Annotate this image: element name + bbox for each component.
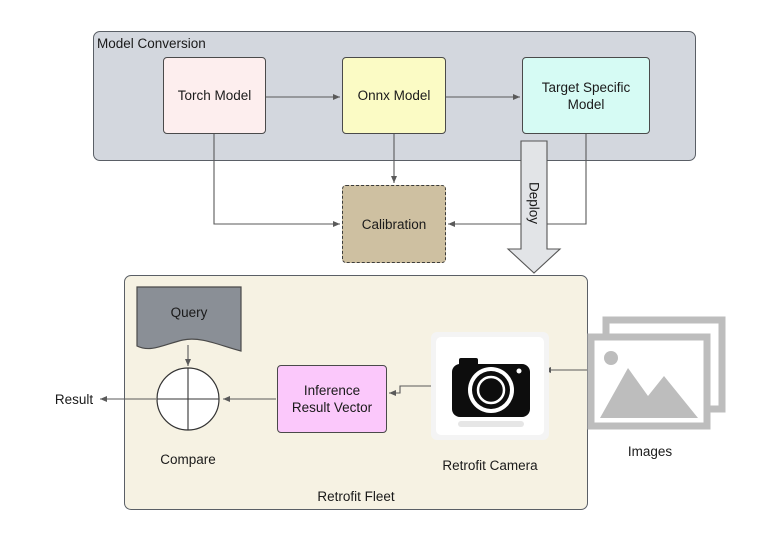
target-specific-model-node: Target Specific Model bbox=[522, 57, 650, 134]
deploy-arrow bbox=[506, 140, 562, 274]
onnx-model-node: Onnx Model bbox=[342, 57, 446, 134]
images-label: Images bbox=[627, 444, 673, 459]
model-conversion-title: Model Conversion bbox=[97, 36, 206, 51]
arrow-camera-to-inference bbox=[389, 385, 433, 396]
compare-circle-icon bbox=[156, 367, 220, 431]
camera-icon bbox=[431, 332, 549, 440]
arrow-target-to-calibration bbox=[448, 134, 587, 227]
compare-label: Compare bbox=[160, 452, 216, 467]
retrofit-camera-label: Retrofit Camera bbox=[442, 458, 538, 473]
torch-model-node: Torch Model bbox=[163, 57, 266, 134]
inference-result-vector-node: Inference Result Vector bbox=[277, 365, 387, 433]
calibration-node: Calibration bbox=[342, 185, 446, 263]
query-label: Query bbox=[170, 305, 208, 320]
query-document-shape bbox=[136, 286, 242, 352]
result-label: Result bbox=[54, 392, 94, 407]
arrow-torch-to-calibration bbox=[213, 134, 340, 227]
images-icon bbox=[587, 316, 726, 430]
retrofit-fleet-title: Retrofit Fleet bbox=[317, 489, 395, 504]
